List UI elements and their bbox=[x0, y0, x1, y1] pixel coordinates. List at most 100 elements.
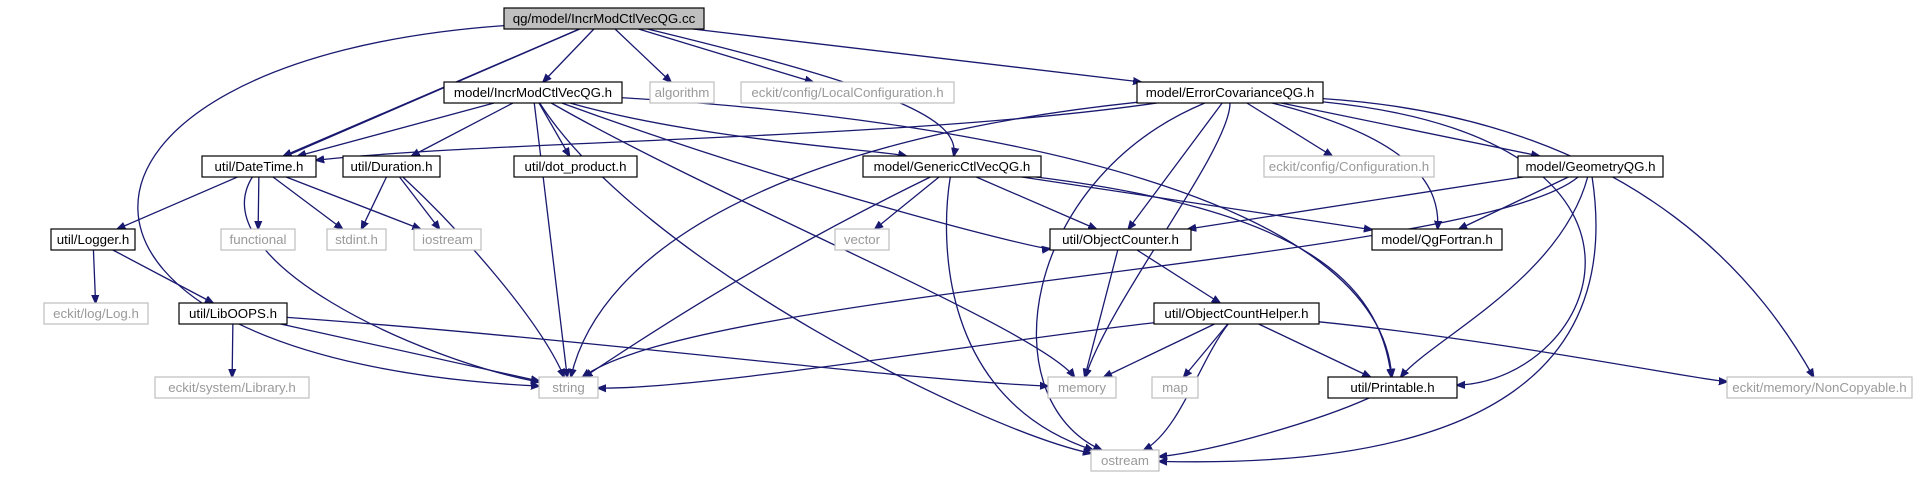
node-log: eckit/log/Log.h bbox=[43, 302, 149, 325]
node-box-iostream bbox=[413, 228, 482, 251]
edge-duration-string bbox=[402, 176, 564, 377]
node-label-log: eckit/log/Log.h bbox=[53, 306, 139, 321]
edge-genericctl-objcounter bbox=[975, 176, 1096, 229]
node-incrmod[interactable]: model/IncrModCtlVecQG.h bbox=[443, 81, 623, 104]
node-label-memory: memory bbox=[1058, 380, 1106, 395]
node-box-objcounter bbox=[1049, 228, 1192, 251]
edge-root-datetime bbox=[283, 28, 580, 156]
edge-duration-stdint bbox=[362, 176, 388, 229]
edge-genericctl-string bbox=[584, 176, 931, 377]
node-root[interactable]: qg/model/IncrModCtlVecQG.cc bbox=[503, 7, 705, 30]
edge-errcov-config bbox=[1246, 102, 1332, 156]
edge-logger-liboops bbox=[112, 249, 213, 303]
node-box-genericctl bbox=[862, 155, 1042, 178]
node-box-errcov bbox=[1136, 81, 1324, 104]
edge-incrmod-datetime bbox=[298, 102, 495, 156]
edge-liboops-library bbox=[232, 323, 233, 377]
edge-objcounter-memory bbox=[1085, 249, 1119, 377]
edge-objcounter-objcount bbox=[1136, 249, 1220, 303]
node-box-map bbox=[1151, 376, 1199, 399]
edge-root-errcov bbox=[692, 28, 1141, 82]
node-label-duration: util/Duration.h bbox=[350, 159, 432, 174]
node-label-objcounter: util/ObjectCounter.h bbox=[1062, 232, 1179, 247]
node-errcov[interactable]: model/ErrorCovarianceQG.h bbox=[1136, 81, 1324, 104]
node-genericctl[interactable]: model/GenericCtlVecQG.h bbox=[862, 155, 1042, 178]
edge-root-algorithm bbox=[614, 28, 671, 82]
node-qgfortran[interactable]: model/QgFortran.h bbox=[1371, 228, 1503, 251]
node-label-localcfg: eckit/config/LocalConfiguration.h bbox=[751, 85, 943, 100]
node-label-library: eckit/system/Library.h bbox=[168, 380, 296, 395]
node-box-dotprod bbox=[513, 155, 638, 178]
node-label-dotprod: util/dot_product.h bbox=[524, 159, 626, 174]
node-label-noncopy: eckit/memory/NonCopyable.h bbox=[1732, 380, 1906, 395]
node-vector: vector bbox=[834, 228, 890, 251]
edge-genericctl-vector bbox=[875, 176, 940, 229]
edge-datetime-stdint bbox=[272, 176, 342, 229]
edge-printable-ostream bbox=[1159, 397, 1370, 457]
edge-objcount-memory bbox=[1104, 323, 1215, 377]
node-label-root: qg/model/IncrModCtlVecQG.cc bbox=[513, 11, 696, 26]
node-printable[interactable]: util/Printable.h bbox=[1327, 376, 1458, 399]
node-objcount[interactable]: util/ObjectCountHelper.h bbox=[1153, 302, 1320, 325]
node-label-geometry: model/GeometryQG.h bbox=[1525, 159, 1655, 174]
edge-incrmod-duration bbox=[412, 102, 514, 156]
node-duration[interactable]: util/Duration.h bbox=[342, 155, 441, 178]
node-box-string bbox=[538, 376, 599, 399]
node-logger[interactable]: util/Logger.h bbox=[50, 228, 136, 251]
node-string: string bbox=[538, 376, 599, 399]
node-functional: functional bbox=[220, 228, 296, 251]
node-algorithm: algorithm bbox=[649, 81, 715, 104]
node-label-stdint: stdint.h bbox=[335, 232, 378, 247]
node-dotprod[interactable]: util/dot_product.h bbox=[513, 155, 638, 178]
node-box-logger bbox=[50, 228, 136, 251]
edge-genericctl-ostream bbox=[945, 176, 1092, 450]
node-label-functional: functional bbox=[230, 232, 287, 247]
node-label-algorithm: algorithm bbox=[655, 85, 710, 100]
node-datetime[interactable]: util/DateTime.h bbox=[201, 155, 317, 178]
node-box-log bbox=[43, 302, 149, 325]
edge-root-string bbox=[137, 24, 539, 386]
node-config: eckit/config/Configuration.h bbox=[1263, 155, 1435, 178]
edge-geometry-printable bbox=[1401, 176, 1589, 377]
edge-datetime-string bbox=[243, 176, 539, 382]
edge-errcov-geometry bbox=[1281, 102, 1539, 156]
edge-objcount-noncopy bbox=[1318, 321, 1727, 382]
node-box-algorithm bbox=[649, 81, 715, 104]
edge-duration-iostream bbox=[399, 176, 440, 229]
edge-objcount-string bbox=[598, 322, 1155, 388]
edge-errcov-objcounter bbox=[1128, 102, 1223, 229]
node-box-vector bbox=[834, 228, 890, 251]
node-box-objcount bbox=[1153, 302, 1320, 325]
node-label-ostream: ostream bbox=[1101, 453, 1149, 468]
edge-incrmod-memory bbox=[550, 102, 1074, 377]
edge-objcount-map bbox=[1184, 323, 1229, 377]
edge-incrmod-genericctl bbox=[569, 102, 906, 156]
edge-errcov-datetime bbox=[316, 102, 1158, 160]
edge-objcount-printable bbox=[1258, 323, 1371, 377]
node-box-root bbox=[503, 7, 705, 30]
edge-liboops-memory bbox=[286, 316, 1048, 386]
dependency-edges bbox=[93, 24, 1813, 462]
node-label-vector: vector bbox=[844, 232, 881, 247]
node-box-datetime bbox=[201, 155, 317, 178]
node-label-errcov: model/ErrorCovarianceQG.h bbox=[1146, 85, 1315, 100]
node-stdint: stdint.h bbox=[326, 228, 387, 251]
node-label-genericctl: model/GenericCtlVecQG.h bbox=[874, 159, 1031, 174]
edge-datetime-iostream bbox=[285, 176, 420, 229]
node-liboops[interactable]: util/LibOOPS.h bbox=[178, 302, 288, 325]
node-box-stdint bbox=[326, 228, 387, 251]
node-label-qgfortran: model/QgFortran.h bbox=[1381, 232, 1493, 247]
node-objcounter[interactable]: util/ObjectCounter.h bbox=[1049, 228, 1192, 251]
edge-geometry-string bbox=[583, 176, 1579, 377]
edge-genericctl-printable bbox=[1035, 176, 1391, 377]
node-box-liboops bbox=[178, 302, 288, 325]
edge-geometry-qgfortran bbox=[1459, 176, 1569, 229]
node-geometry[interactable]: model/GeometryQG.h bbox=[1517, 155, 1664, 178]
node-label-config: eckit/config/Configuration.h bbox=[1269, 159, 1429, 174]
node-label-logger: util/Logger.h bbox=[57, 232, 129, 247]
node-label-objcount: util/ObjectCountHelper.h bbox=[1164, 306, 1308, 321]
edge-liboops-string bbox=[280, 323, 539, 381]
node-box-memory bbox=[1047, 376, 1117, 399]
node-box-duration bbox=[342, 155, 441, 178]
